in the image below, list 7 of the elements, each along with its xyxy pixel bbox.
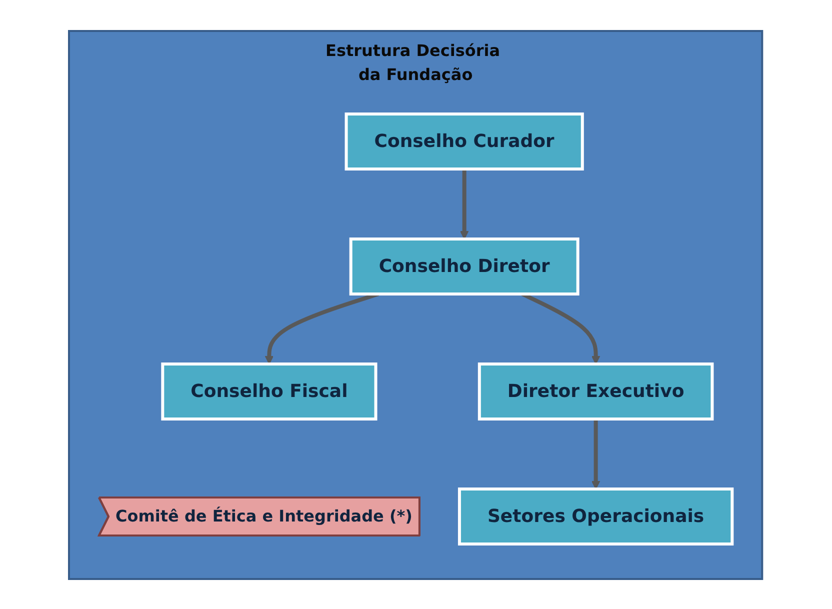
- node-box: Conselho Diretor: [350, 237, 580, 295]
- node-box: Diretor Executivo: [478, 362, 714, 420]
- node-box: Conselho Curador: [345, 112, 584, 170]
- node-box: Setores Operacionais: [458, 487, 734, 545]
- node-box: Conselho Fiscal: [162, 362, 378, 420]
- arrow: [592, 418, 601, 489]
- arrow: [460, 168, 470, 239]
